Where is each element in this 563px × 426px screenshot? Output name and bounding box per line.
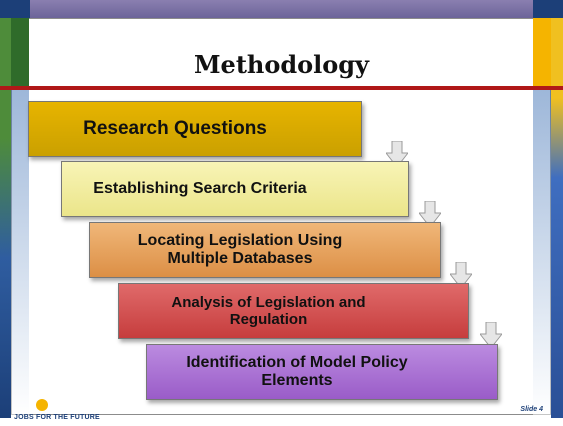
bottom-bar (0, 418, 563, 426)
step-identification-of-model-policy: Identification of Model Policy Elements (146, 344, 498, 400)
top-banner (0, 0, 563, 18)
step-analysis-of-legislation: Analysis of Legislation and Regulation (118, 283, 469, 339)
top-banner-right-block (533, 0, 563, 18)
right-edge-stripe (551, 18, 563, 418)
left-gradient-band (11, 90, 29, 415)
left-accent-block (11, 18, 29, 88)
slide-title: Methodology (193, 50, 370, 79)
left-edge-stripe (0, 18, 11, 418)
down-arrow-icon (450, 262, 472, 288)
step-establishing-search-criteria: Establishing Search Criteria (61, 161, 409, 217)
jff-logo-icon (36, 399, 48, 411)
down-arrow-icon (419, 201, 441, 227)
step-research-questions: Research Questions (28, 101, 362, 157)
jff-logo-text: Jobs for the Future (14, 414, 100, 421)
down-arrow-icon (480, 322, 502, 348)
down-arrow-icon (386, 141, 408, 167)
slide-number: Slide 4 (520, 406, 543, 413)
top-banner-purple (0, 0, 563, 18)
title-rule (0, 86, 563, 90)
right-accent-block (533, 18, 551, 88)
top-banner-left-block (0, 0, 30, 18)
step-locating-legislation: Locating Legislation Using Multiple Data… (89, 222, 441, 278)
right-gradient-band (533, 90, 551, 415)
